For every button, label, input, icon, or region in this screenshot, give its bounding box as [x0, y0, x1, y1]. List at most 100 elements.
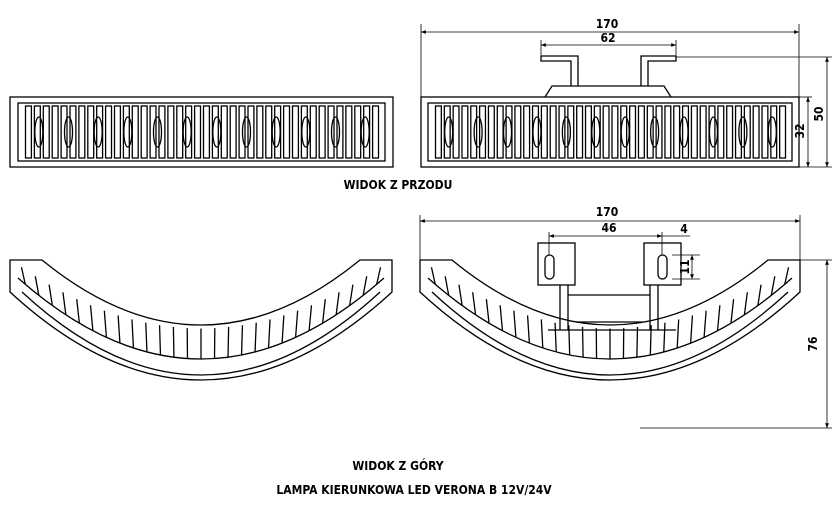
rib	[103, 310, 108, 338]
caption-front-view: WIDOK Z PRZODU	[344, 178, 453, 192]
top-view-left	[9, 259, 393, 381]
lens	[767, 116, 777, 148]
rib	[335, 292, 340, 315]
rib	[689, 315, 694, 344]
slat	[726, 105, 734, 159]
slat	[354, 105, 362, 159]
slat	[309, 105, 317, 159]
slat	[514, 105, 522, 159]
rib	[89, 305, 94, 331]
front-right-slats	[434, 105, 787, 159]
lens	[502, 116, 513, 148]
rib	[117, 315, 121, 344]
lens	[63, 116, 74, 148]
slat	[327, 105, 335, 159]
slat	[611, 105, 619, 159]
lens	[330, 116, 341, 148]
rib	[321, 299, 326, 324]
slat	[176, 105, 184, 159]
dim-front-total-width: 170	[596, 17, 619, 31]
slat	[664, 105, 672, 159]
rib	[770, 276, 776, 296]
slat	[193, 105, 202, 159]
slat	[265, 105, 273, 159]
rib	[131, 319, 135, 348]
caption-top-view: WIDOK Z GÓRY	[352, 458, 443, 473]
slat	[558, 105, 566, 159]
top-right-ribs	[430, 267, 790, 359]
slat	[779, 105, 787, 159]
front-view-right	[420, 55, 800, 168]
slat	[229, 105, 237, 159]
slat	[318, 105, 326, 159]
slat	[637, 105, 645, 159]
rib	[581, 327, 584, 358]
slat	[470, 105, 478, 159]
slat	[140, 105, 148, 159]
slat	[220, 105, 228, 159]
rib	[376, 267, 382, 285]
slat	[673, 105, 681, 159]
rib	[34, 276, 40, 296]
front-view-left	[9, 96, 394, 168]
rib	[240, 325, 244, 356]
slat	[149, 105, 157, 159]
lens	[679, 116, 689, 148]
slat	[434, 105, 442, 159]
lens	[34, 116, 44, 148]
lens	[360, 116, 370, 148]
slat	[78, 105, 86, 159]
rib	[458, 284, 463, 306]
rib	[472, 292, 477, 315]
dim-top-slot-height: 11	[678, 259, 692, 274]
slat	[113, 105, 122, 159]
front-dimensions	[420, 24, 832, 168]
rib	[349, 284, 354, 306]
rib	[62, 292, 67, 315]
slat	[734, 105, 743, 159]
slat	[51, 105, 59, 159]
slat	[256, 105, 264, 159]
lens	[301, 116, 311, 148]
caption-product: LAMPA KIERUNKOWA LED VERONA B 12V/24V	[276, 483, 552, 497]
slat	[158, 105, 166, 159]
dim-top-hole-spacing: 46	[601, 221, 616, 235]
rib	[649, 325, 652, 356]
slat	[60, 105, 68, 159]
rib	[554, 322, 557, 352]
lens	[93, 116, 103, 148]
slat	[523, 105, 531, 159]
rib	[281, 315, 285, 344]
rib	[362, 276, 368, 296]
rib	[743, 292, 748, 315]
lens	[591, 116, 601, 148]
rib	[145, 322, 148, 352]
slat	[549, 105, 557, 159]
front-left-slats	[24, 105, 380, 159]
slat	[42, 105, 50, 159]
lens	[444, 116, 454, 148]
slat	[655, 105, 663, 159]
rib	[676, 319, 680, 348]
slat	[291, 105, 300, 159]
lens	[708, 116, 719, 148]
slat	[167, 105, 175, 159]
rib	[227, 327, 230, 358]
rib	[757, 284, 762, 306]
slat	[87, 105, 95, 159]
lens	[561, 116, 572, 148]
rib	[76, 299, 81, 324]
lens	[649, 116, 660, 148]
slat	[629, 105, 637, 159]
rib	[158, 325, 162, 356]
slat	[487, 105, 495, 159]
slat	[282, 105, 291, 159]
rib	[485, 299, 490, 324]
rib	[784, 267, 790, 285]
lens	[532, 116, 542, 148]
dim-front-total-height: 50	[812, 106, 826, 121]
slat	[717, 105, 725, 159]
dim-front-body-height: 32	[793, 123, 807, 138]
rib	[703, 310, 707, 338]
